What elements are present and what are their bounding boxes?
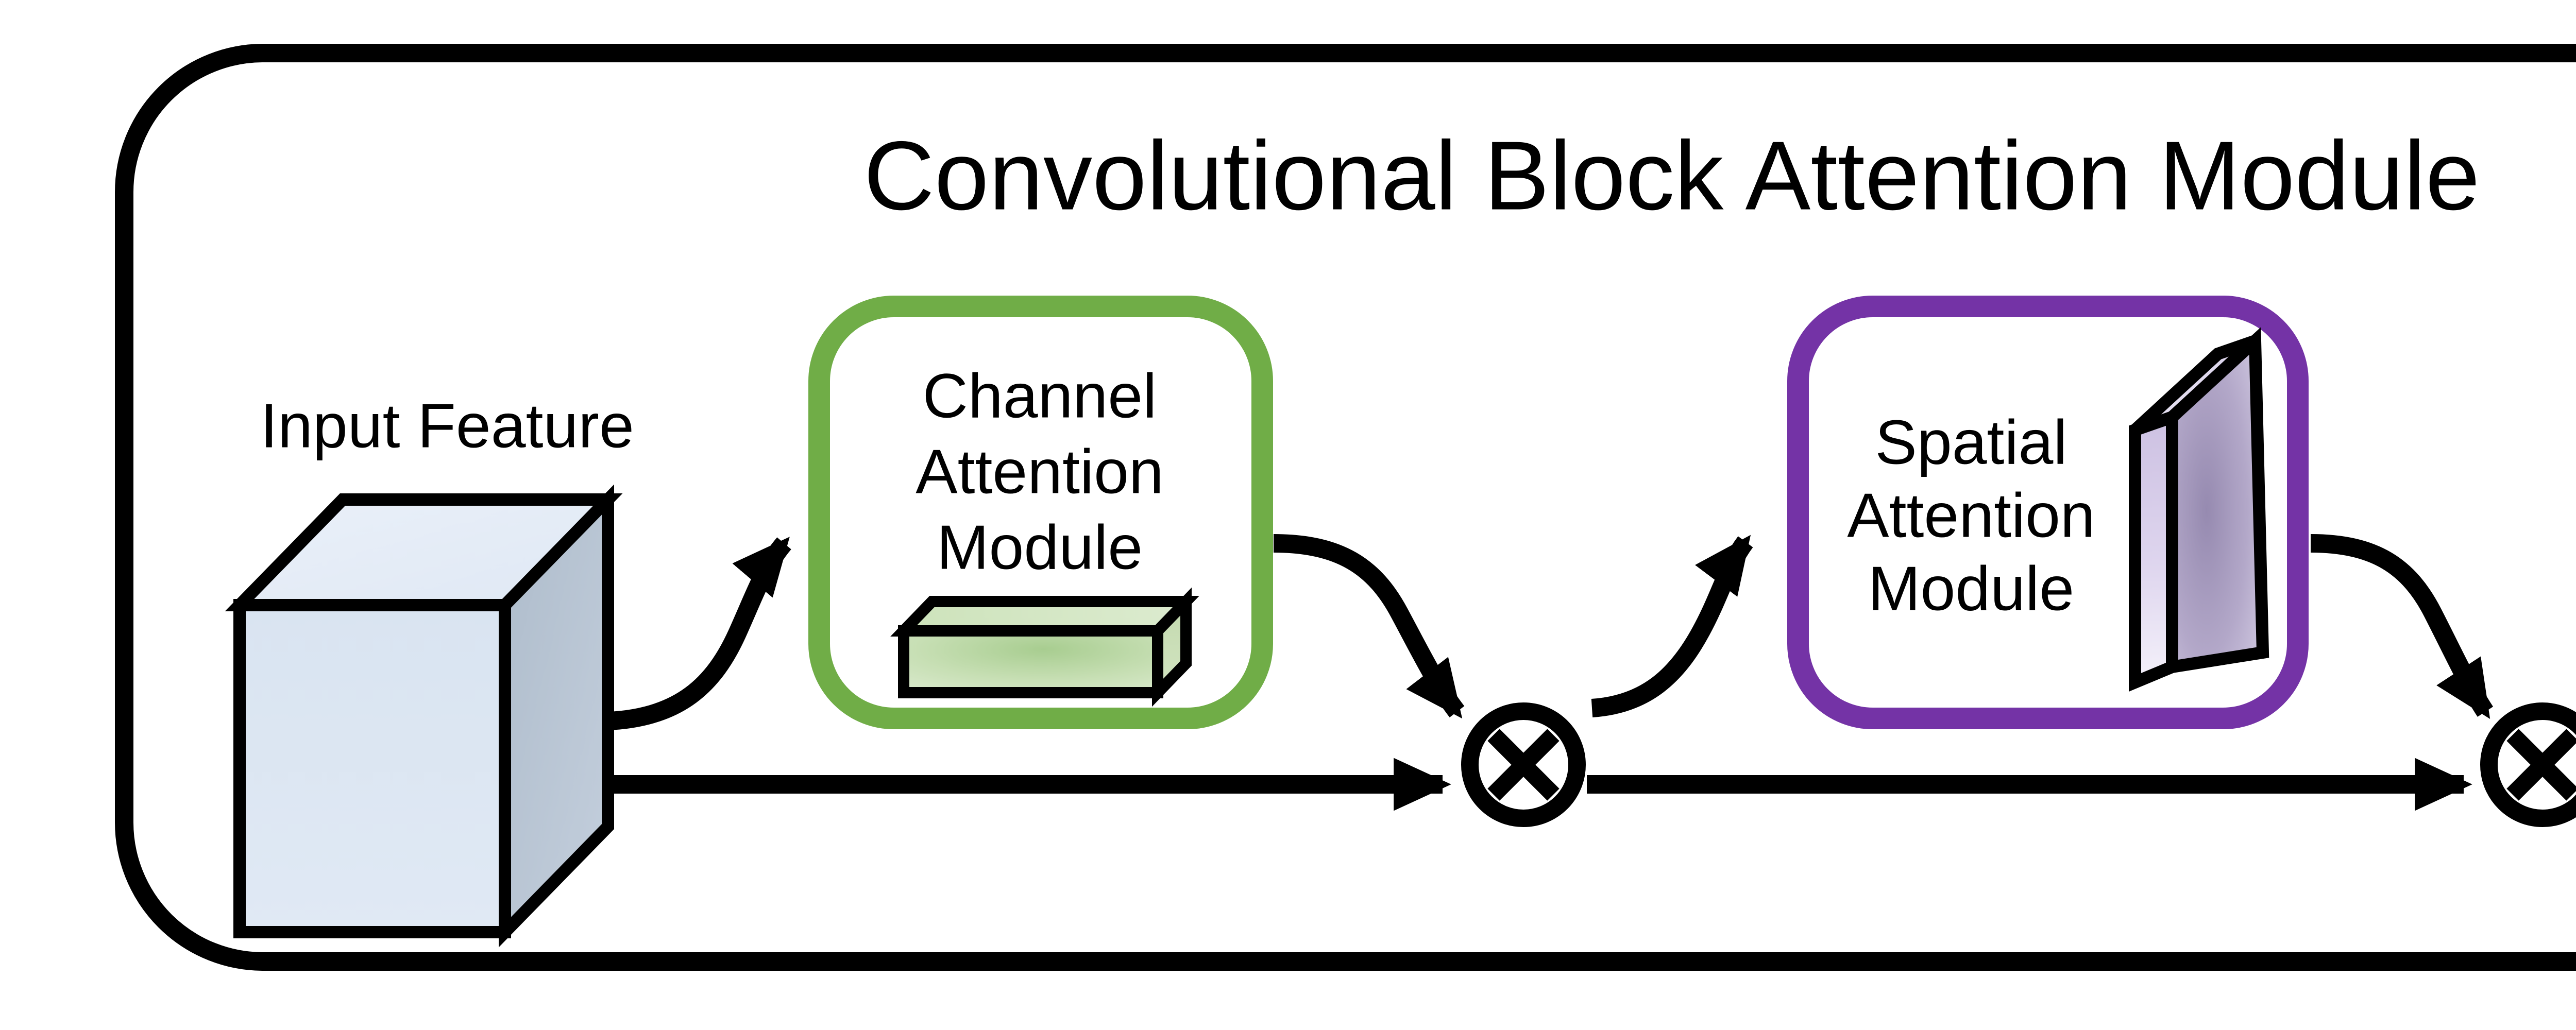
channel-attention-line-1: Channel: [923, 361, 1157, 431]
spatial-attention-line-2: Attention: [1847, 480, 2095, 551]
multiply-to-spatial-arrow: [1591, 535, 1753, 717]
channel-attention-line-2: Attention: [916, 437, 1164, 507]
channel-attention-map-bar: [890, 587, 1199, 707]
multiply-icon-1: [1461, 702, 1586, 827]
channel-attention-label: Channel Attention Module: [916, 361, 1164, 582]
channel-to-multiply-arrow: [1273, 534, 1465, 719]
spatial-attention-line-1: Spatial: [1875, 407, 2067, 477]
input-feature-label: Input Feature: [260, 391, 634, 461]
spatial-attention-line-3: Module: [1868, 554, 2074, 624]
spatial-to-multiply-arrow: [2310, 534, 2494, 719]
spatial-slab-front-face: [2129, 408, 2178, 692]
multiply-icon-2: [2480, 702, 2576, 827]
input-feature-cube: [225, 484, 623, 948]
channel-bar-front-face: [898, 625, 1163, 698]
input-to-channel-arrow: [607, 537, 791, 730]
outer-border: [115, 44, 2576, 971]
diagram-title: Convolutional Block Attention Module: [864, 122, 2480, 231]
input-cube-front-face: [233, 599, 511, 938]
spatial-attention-label: Spatial Attention Module: [1847, 407, 2095, 624]
spatial-attention-map-slab: [2129, 327, 2269, 692]
channel-attention-line-3: Module: [937, 512, 1143, 582]
